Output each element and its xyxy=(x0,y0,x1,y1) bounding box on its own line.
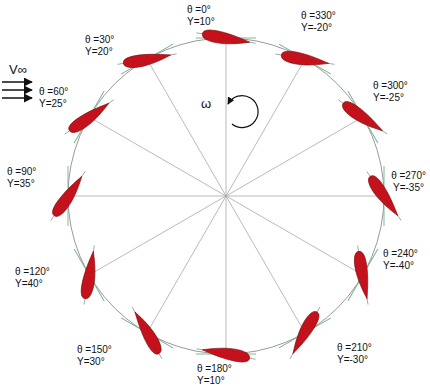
azimuth-label: θ =90° xyxy=(6,166,37,178)
azimuth-label: θ =330° xyxy=(300,10,337,22)
pitch-label: Y=30° xyxy=(76,356,106,368)
blade xyxy=(74,245,104,306)
azimuth-label: θ =30° xyxy=(84,34,115,46)
azimuth-label: θ =270° xyxy=(390,170,427,182)
wind-speed-label: V∞ xyxy=(8,62,28,77)
pitch-label: Y=-30° xyxy=(336,354,369,366)
spoke-line xyxy=(226,196,384,197)
spoke-line xyxy=(226,196,363,275)
blade xyxy=(196,343,257,365)
airfoil xyxy=(340,99,386,136)
pitch-label: Y=-25° xyxy=(372,92,405,104)
azimuth-label: θ =60° xyxy=(38,86,69,98)
rotor-circle xyxy=(68,38,384,354)
blade xyxy=(61,91,117,143)
azimuth-label: θ =300° xyxy=(372,80,409,92)
tangent-line xyxy=(74,249,104,301)
blade xyxy=(279,304,331,362)
pitch-label: Y=40° xyxy=(14,278,44,290)
spoke-line xyxy=(226,59,305,196)
airfoil xyxy=(352,250,372,299)
wind-arrows xyxy=(2,82,32,98)
spoke-line xyxy=(226,117,363,196)
azimuth-label: θ =240° xyxy=(382,248,419,260)
azimuth-label: θ =120° xyxy=(14,266,51,278)
tangent-line xyxy=(348,249,378,301)
blade xyxy=(46,166,90,226)
spoke-line xyxy=(226,196,227,354)
airfoil xyxy=(80,250,100,299)
blade xyxy=(348,245,378,306)
azimuth-label: θ =150° xyxy=(76,344,113,356)
spoke-line xyxy=(226,196,305,333)
airfoil xyxy=(280,50,329,70)
airfoil xyxy=(122,50,171,70)
rotation-arrow xyxy=(228,96,258,128)
rotation-label: ω xyxy=(200,96,212,111)
airfoil xyxy=(66,99,112,136)
airfoil xyxy=(288,309,322,356)
pitch-label: Y=-35° xyxy=(392,182,425,194)
tangent-line xyxy=(121,44,173,74)
spoke-line xyxy=(147,59,226,196)
airfoil xyxy=(50,173,87,219)
spoke-line xyxy=(147,196,226,333)
spoke-line xyxy=(68,196,226,197)
blade xyxy=(274,44,335,74)
pitch-label: Y=10° xyxy=(186,16,216,28)
azimuth-label: θ =180° xyxy=(196,363,233,375)
blade xyxy=(121,304,173,362)
pitch-label: Y=20° xyxy=(84,46,114,58)
pitch-label: Y=-40° xyxy=(382,260,415,272)
blade xyxy=(195,27,256,49)
tangent-line xyxy=(279,44,331,74)
azimuth-label: θ =210° xyxy=(336,342,373,354)
pitch-label: Y=10° xyxy=(196,375,226,387)
spoke-line xyxy=(89,117,226,196)
airfoil xyxy=(130,309,164,356)
azimuth-label: θ =0° xyxy=(186,4,212,16)
blade xyxy=(117,44,178,74)
pitch-label: Y=25° xyxy=(38,98,68,110)
airfoil xyxy=(201,344,250,364)
pitch-label: Y=-20° xyxy=(300,22,333,34)
pitch-label: Y=35° xyxy=(6,178,36,190)
airfoil xyxy=(201,28,250,48)
spoke-line xyxy=(89,196,226,275)
spoke-line xyxy=(226,38,227,196)
